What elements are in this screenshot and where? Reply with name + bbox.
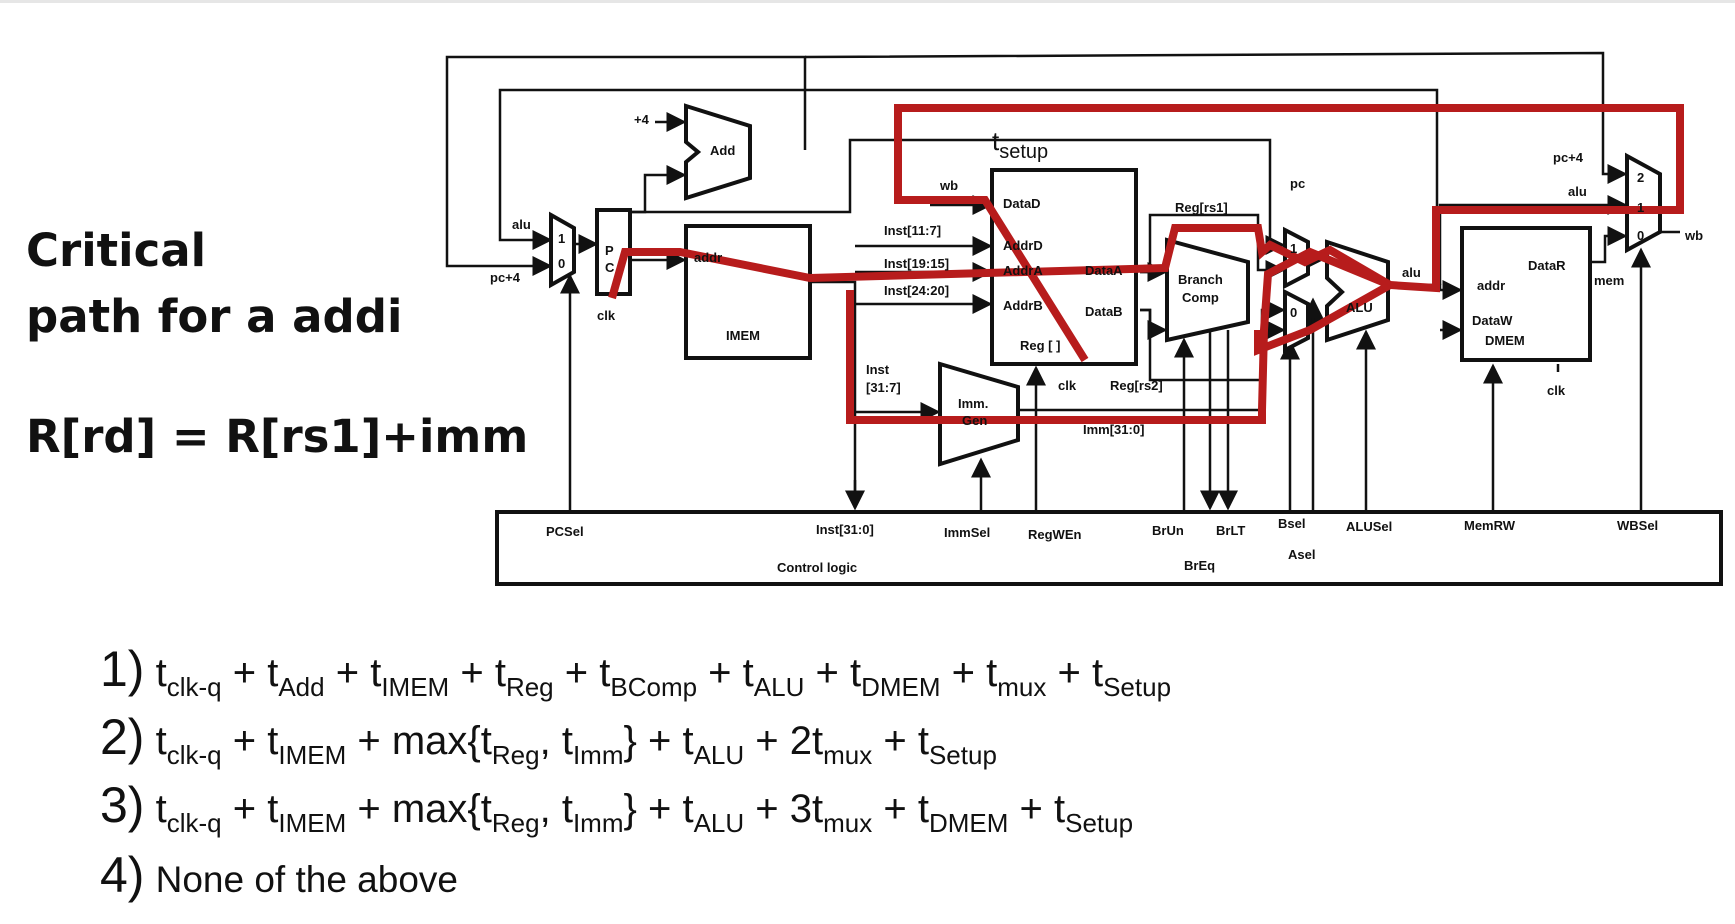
b-mux-0-label: 0 <box>1290 305 1297 320</box>
add-label: Add <box>710 143 735 158</box>
immsel-label: ImmSel <box>944 525 990 540</box>
wb-mux-1-label: 1 <box>1637 200 1644 215</box>
brun-label: BrUn <box>1152 523 1184 538</box>
dmem-clk-label: clk <box>1547 383 1566 398</box>
wb-mux-0-label: 0 <box>1637 228 1644 243</box>
plus4-label: +4 <box>634 112 650 127</box>
inst-11-7-label: Inst[11:7] <box>884 223 941 238</box>
top-border <box>0 0 1735 3</box>
option-1-number: 1) <box>100 641 145 697</box>
alu-wb-label: alu <box>1568 184 1587 199</box>
mem-label: mem <box>1594 273 1624 288</box>
pc4-wb-label: pc+4 <box>1553 150 1584 165</box>
option-4[interactable]: 4) None of the above <box>100 846 458 904</box>
addrb-label: AddrB <box>1003 298 1043 313</box>
inst-31-0-label: Inst[31:0] <box>816 522 874 537</box>
datapath-wires <box>445 51 1680 511</box>
branch-label: Branch <box>1178 272 1223 287</box>
regwen-label: RegWEn <box>1028 527 1082 542</box>
option-2-number: 2) <box>100 709 145 765</box>
pc-mux <box>549 211 576 289</box>
pc-adder <box>684 103 752 201</box>
imm-gen-label-a: Imm. <box>958 396 988 411</box>
pc-clk-label: clk <box>597 308 616 323</box>
wb-label: wb <box>939 178 958 193</box>
option-3-number: 3) <box>100 777 145 833</box>
breq-label: BrEq <box>1184 558 1215 573</box>
alu-out-label: alu <box>1402 265 1421 280</box>
option-1[interactable]: 1) tclk-q + tAdd + tIMEM + tReg + tBComp… <box>100 640 1172 702</box>
slide-formula: R[rd] = R[rs1]+imm <box>26 410 529 463</box>
diagram-labels: +4 Add alu pc+4 1 0 P C clk addr IMEM wb… <box>490 112 1703 575</box>
dmem-label: DMEM <box>1485 333 1525 348</box>
imm-gen-label-b: Gen <box>962 413 987 428</box>
option-4-text: None of the above <box>155 859 458 900</box>
reg-label: Reg [ ] <box>1020 338 1060 353</box>
imm-gen <box>938 361 1020 467</box>
imem-block <box>684 224 812 360</box>
bsel-label: Bsel <box>1278 516 1305 531</box>
brlt-label: BrLT <box>1216 523 1245 538</box>
option-3[interactable]: 3) tclk-q + tIMEM + max{tReg, tImm} + tA… <box>100 776 1134 838</box>
pc-wire-label: pc <box>1290 176 1305 191</box>
dataw-label: DataW <box>1472 313 1513 328</box>
comp-label: Comp <box>1182 290 1219 305</box>
branch-comparator <box>1165 237 1250 343</box>
inst-31-7-label-a: Inst <box>866 362 890 377</box>
alu-in-label: alu <box>512 217 531 232</box>
wb-mux-2-label: 2 <box>1637 170 1644 185</box>
pc-c-label: C <box>605 260 615 275</box>
wb-top-wire <box>804 51 1628 184</box>
imem-label: IMEM <box>726 328 760 343</box>
addrd-label: AddrD <box>1003 238 1043 253</box>
option-2-expression: tclk-q + tIMEM + max{tReg, tImm} + tALU … <box>155 719 997 770</box>
critical-path-imm <box>846 247 1400 424</box>
option-2[interactable]: 2) tclk-q + tIMEM + max{tReg, tImm} + tA… <box>100 708 997 770</box>
inst-31-7-label-b: [31:7] <box>866 380 901 395</box>
dmem-addr-label: addr <box>1477 278 1505 293</box>
pc-mux-1-label: 1 <box>558 231 565 246</box>
pc4-in-label: pc+4 <box>490 270 521 285</box>
datad-label: DataD <box>1003 196 1041 211</box>
pc-mux-0-label: 0 <box>558 256 565 271</box>
slide-title-line2: path for a addi <box>26 290 403 343</box>
asel-label: Asel <box>1288 547 1315 562</box>
datab-label: DataB <box>1085 304 1123 319</box>
pc4-feedback-wire <box>445 55 807 276</box>
reg-rs1-label: Reg[rs1] <box>1175 200 1228 215</box>
datapath-blocks <box>495 103 1723 586</box>
slide-title: Critical path for a addi <box>26 218 402 350</box>
alu-block-label: ALU <box>1346 300 1373 315</box>
wb-mux <box>1625 152 1662 254</box>
pcsel-label: PCSel <box>546 524 584 539</box>
inst-24-20-label: Inst[24:20] <box>884 283 949 298</box>
tsetup-label: tsetup <box>992 126 1048 163</box>
inst-19-15-label: Inst[19:15] <box>884 256 949 271</box>
control-logic-block <box>495 510 1723 586</box>
wbsel-label: WBSel <box>1617 518 1658 533</box>
pc-p-label: P <box>605 243 614 258</box>
option-3-expression: tclk-q + tIMEM + max{tReg, tImm} + tALU … <box>155 787 1134 838</box>
slide-title-line1: Critical <box>26 224 207 277</box>
dataa-label: DataA <box>1085 263 1123 278</box>
wb-out-label: wb <box>1684 228 1703 243</box>
imm-31-0-label: Imm[31:0] <box>1083 422 1144 437</box>
control-logic-label: Control logic <box>777 560 857 575</box>
imem-addr-label: addr <box>694 250 722 265</box>
alusel-label: ALUSel <box>1346 519 1392 534</box>
option-1-expression: tclk-q + tAdd + tIMEM + tReg + tBComp + … <box>155 651 1172 702</box>
memrw-label: MemRW <box>1464 518 1516 533</box>
dmem-block <box>1460 226 1592 362</box>
a-mux-1-label: 1 <box>1290 241 1297 256</box>
addra-label: AddrA <box>1003 263 1043 278</box>
regfile-clk-label: clk <box>1058 378 1077 393</box>
datar-label: DataR <box>1528 258 1566 273</box>
reg-rs2-label: Reg[rs2] <box>1110 378 1163 393</box>
critical-path <box>608 104 1684 424</box>
option-4-number: 4) <box>100 847 145 903</box>
